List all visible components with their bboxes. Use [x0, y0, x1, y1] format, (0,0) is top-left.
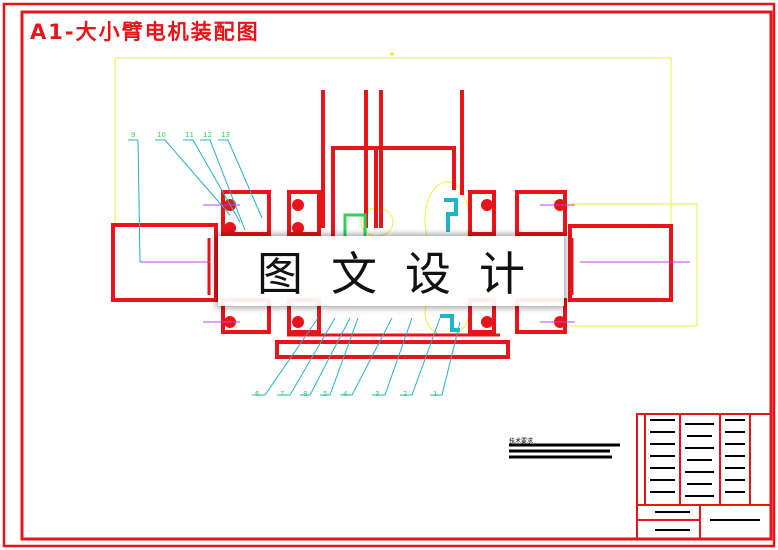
leader-lines [128, 139, 461, 396]
balloon-10: 10 [157, 131, 166, 139]
shaft-detail [440, 198, 460, 332]
balloon-13: 13 [221, 131, 230, 139]
balloon-4: 4 [343, 390, 348, 398]
balloon-2: 2 [403, 390, 407, 398]
balloon-11: 11 [185, 131, 194, 139]
title-block [636, 413, 772, 540]
balloon-9: 9 [131, 131, 135, 139]
tech-requirements-label: 技术要求 [509, 438, 534, 445]
balloons-top: 9 10 11 12 13 [131, 131, 230, 139]
balloon-8: 8 [303, 390, 307, 398]
balloon-3: 3 [375, 390, 379, 398]
coupling-detail [343, 213, 367, 238]
balloon-6: 6 [255, 390, 260, 398]
drawing-title: A1-大小臂电机装配图 [30, 20, 260, 44]
balloon-12: 12 [203, 131, 212, 139]
balloon-5: 5 [323, 390, 327, 398]
watermark: 图文设计 [218, 236, 564, 306]
assembly-parts [111, 90, 673, 359]
balloon-7: 7 [280, 390, 284, 398]
tech-requirements-lines [509, 443, 620, 459]
title-block-text-bars [650, 419, 760, 531]
balloons-bottom: 6 7 8 5 4 3 2 1 [255, 390, 437, 398]
balloon-1: 1 [433, 390, 437, 398]
